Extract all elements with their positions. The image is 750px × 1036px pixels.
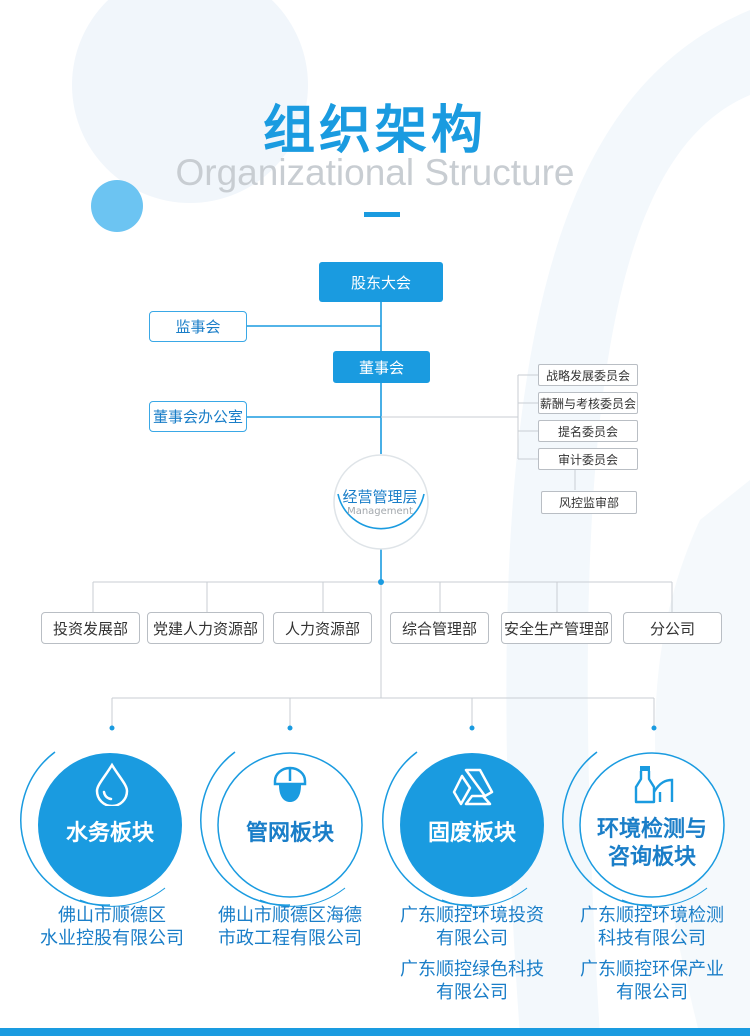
committee-box: 审计委员会: [538, 448, 638, 470]
sector-circle-water: [20, 751, 182, 907]
sector-circle-pipe: [200, 751, 363, 907]
background-arc: [506, 10, 750, 1036]
company-name: 广东顺控绿色科技 有限公司: [400, 959, 544, 1003]
management-english-label: Management: [347, 506, 413, 517]
department-box: 综合管理部: [390, 612, 489, 644]
shareholders-meeting-box: 股东大会: [319, 262, 443, 302]
department-box: 安全生产管理部: [501, 612, 612, 644]
company-name: 广东顺控环境投资 有限公司: [400, 905, 544, 949]
board-office-box: 董事会办公室: [149, 401, 247, 432]
page-title: 组织架构: [262, 101, 487, 161]
management-label: 经营管理层: [342, 488, 418, 506]
supervisory-board-box: 监事会: [149, 311, 247, 342]
title-underline: [364, 212, 400, 217]
sector-label-solid-waste: 固废板块: [427, 821, 516, 846]
risk-audit-box: 风控监审部: [541, 491, 637, 514]
sector-label-pipe: 管网板块: [245, 821, 334, 846]
water-drop-icon: [95, 762, 129, 806]
sector-circle-solid-waste: [382, 751, 544, 907]
page-subtitle: Organizational Structure: [175, 152, 575, 193]
department-box: 投资发展部: [41, 612, 140, 644]
committee-box: 薪酬与考核委员会: [538, 392, 638, 414]
bottom-accent-bar: [0, 1028, 750, 1036]
management-circle: [333, 454, 429, 550]
sector-label-env-testing: 环境检测与 咨询板块: [596, 817, 707, 870]
department-box: 分公司: [623, 612, 722, 644]
company-name: 佛山市顺德区 水业控股有限公司: [40, 905, 184, 949]
board-of-directors-box: 董事会: [333, 351, 430, 383]
recycle-icon: [452, 768, 494, 806]
accent-dot: [91, 180, 143, 232]
sector-label-water: 水务板块: [65, 821, 154, 846]
department-box: 党建人力资源部: [147, 612, 264, 644]
committee-box: 提名委员会: [538, 420, 638, 442]
background-circle: [72, 0, 308, 203]
company-name: 佛山市顺德区海德 市政工程有限公司: [218, 905, 362, 949]
sector-circle-env-testing: [562, 751, 725, 907]
department-box: 人力资源部: [273, 612, 372, 644]
committee-box: 战略发展委员会: [538, 364, 638, 386]
flask-pipe-icon: [634, 766, 674, 804]
company-name: 广东顺控环保产业 有限公司: [580, 959, 724, 1003]
company-name: 广东顺控环境检测 科技有限公司: [580, 905, 724, 949]
hard-hat-worker-icon: [273, 766, 307, 802]
